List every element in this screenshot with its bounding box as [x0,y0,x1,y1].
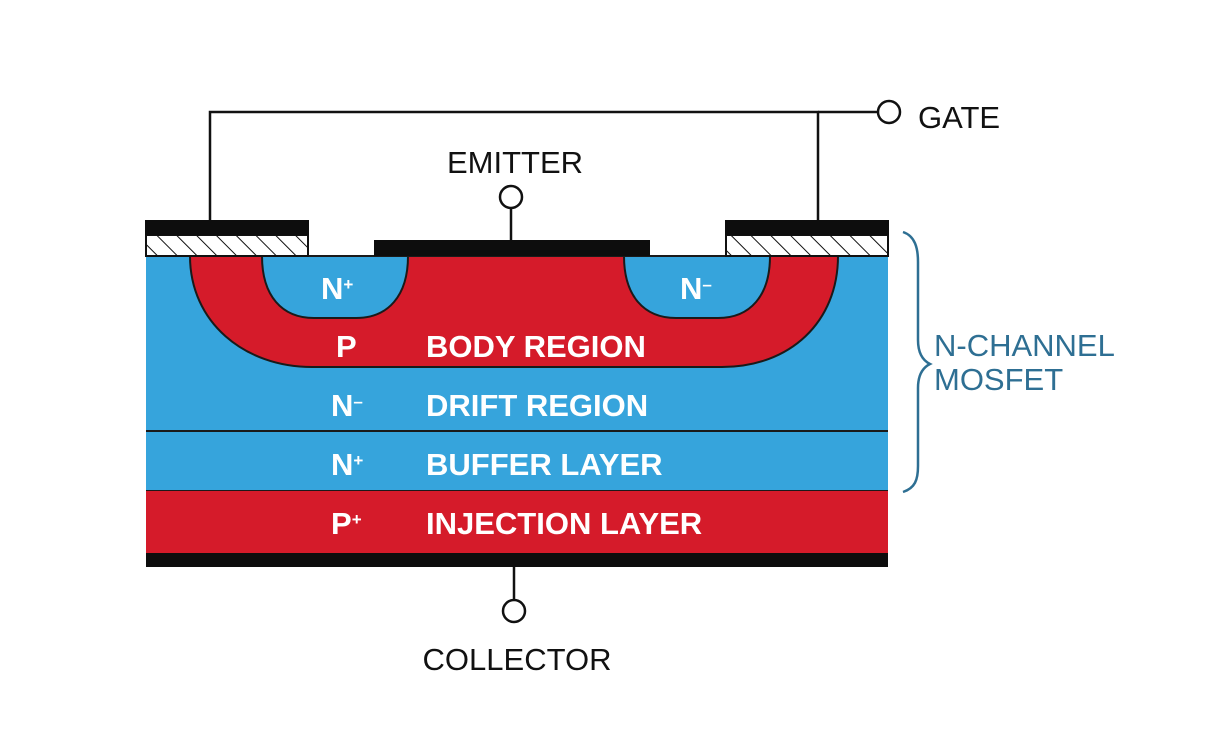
n-well-right-label: N– [680,271,712,306]
gate-terminal-icon [876,99,902,125]
collector-terminal-icon [501,598,527,624]
mosfet-label: MOSFET [934,362,1063,397]
drift-type-label: N– [331,388,363,423]
mosfet-bracket-icon [902,230,933,494]
n-well-right [622,255,772,319]
gate-metal-left [145,220,309,235]
collector-metal [146,553,888,567]
injection-layer-label: INJECTION LAYER [426,506,702,541]
emitter-terminal-icon [498,184,524,210]
emitter-metal [374,240,650,256]
n-channel-label: N-CHANNEL [934,328,1115,363]
n-well-left [260,255,410,319]
gate-oxide-left [145,234,309,257]
gate-label: GATE [918,100,1000,135]
drift-region-label: DRIFT REGION [426,388,648,423]
gate-metal-right [725,220,889,235]
buffer-type-label: N+ [331,447,363,482]
gate-oxide-right [725,234,889,257]
collector-label: COLLECTOR [423,642,612,677]
buffer-layer-label: BUFFER LAYER [426,447,663,482]
buffer-layer [146,432,888,491]
gate-wire [208,110,820,220]
body-type-label: P [336,329,357,364]
injection-layer [146,491,888,553]
injection-type-label: P+ [331,506,362,541]
emitter-label: EMITTER [447,145,583,180]
n-well-left-label: N+ [321,271,353,306]
body-region-label: BODY REGION [426,329,646,364]
